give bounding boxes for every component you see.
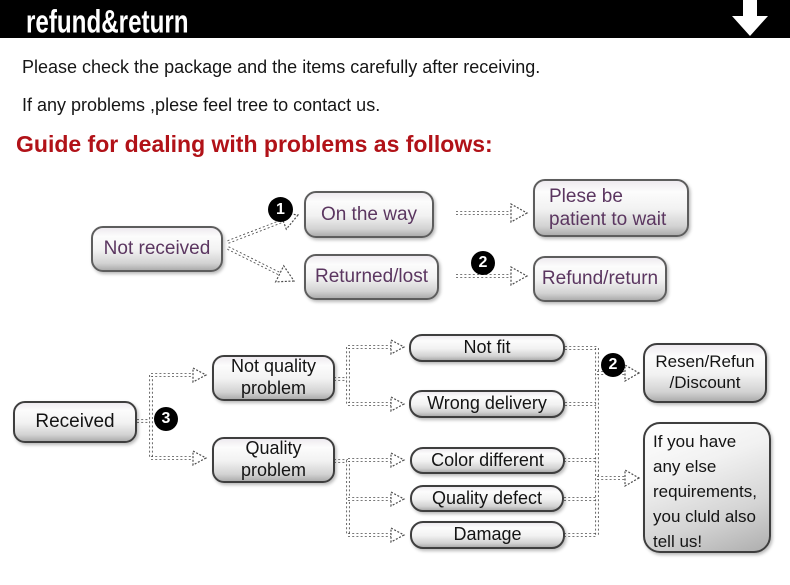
node-quality-defect: Quality defect	[410, 485, 564, 512]
guide-heading: Guide for dealing with problems as follo…	[16, 131, 493, 157]
node-not-received: Not received	[91, 226, 223, 272]
intro-line-1: Please check the package and the items c…	[22, 57, 541, 77]
step-badge-3: 3	[154, 407, 178, 431]
step-badge-2: 2	[471, 251, 495, 275]
step-badge-2-received: 2	[601, 353, 625, 377]
node-else-requirements: If you have any else requirements, you c…	[643, 422, 771, 553]
intro-line-2: If any problems ,plese feel tree to cont…	[22, 95, 381, 115]
node-received: Received	[13, 401, 137, 443]
node-wrong-delivery: Wrong delivery	[409, 390, 565, 418]
step-badge-1: 1	[268, 197, 293, 222]
node-not-fit: Not fit	[409, 334, 565, 362]
page-title: refund&return	[26, 3, 189, 40]
node-patient-wait: Plese be patient to wait	[533, 179, 689, 237]
node-returned-lost: Returned/lost	[304, 254, 439, 300]
node-refund-return: Refund/return	[533, 256, 667, 302]
node-not-quality-problem: Not quality problem	[212, 355, 335, 401]
node-damage: Damage	[410, 521, 565, 549]
down-arrow-icon	[732, 0, 768, 36]
node-color-different: Color different	[410, 447, 565, 474]
node-quality-problem: Quality problem	[212, 437, 335, 483]
node-resend-refund-discount: Resen/Refun /Discount	[643, 343, 767, 403]
header-bar: refund&return	[0, 0, 790, 40]
node-on-the-way: On the way	[304, 191, 434, 238]
